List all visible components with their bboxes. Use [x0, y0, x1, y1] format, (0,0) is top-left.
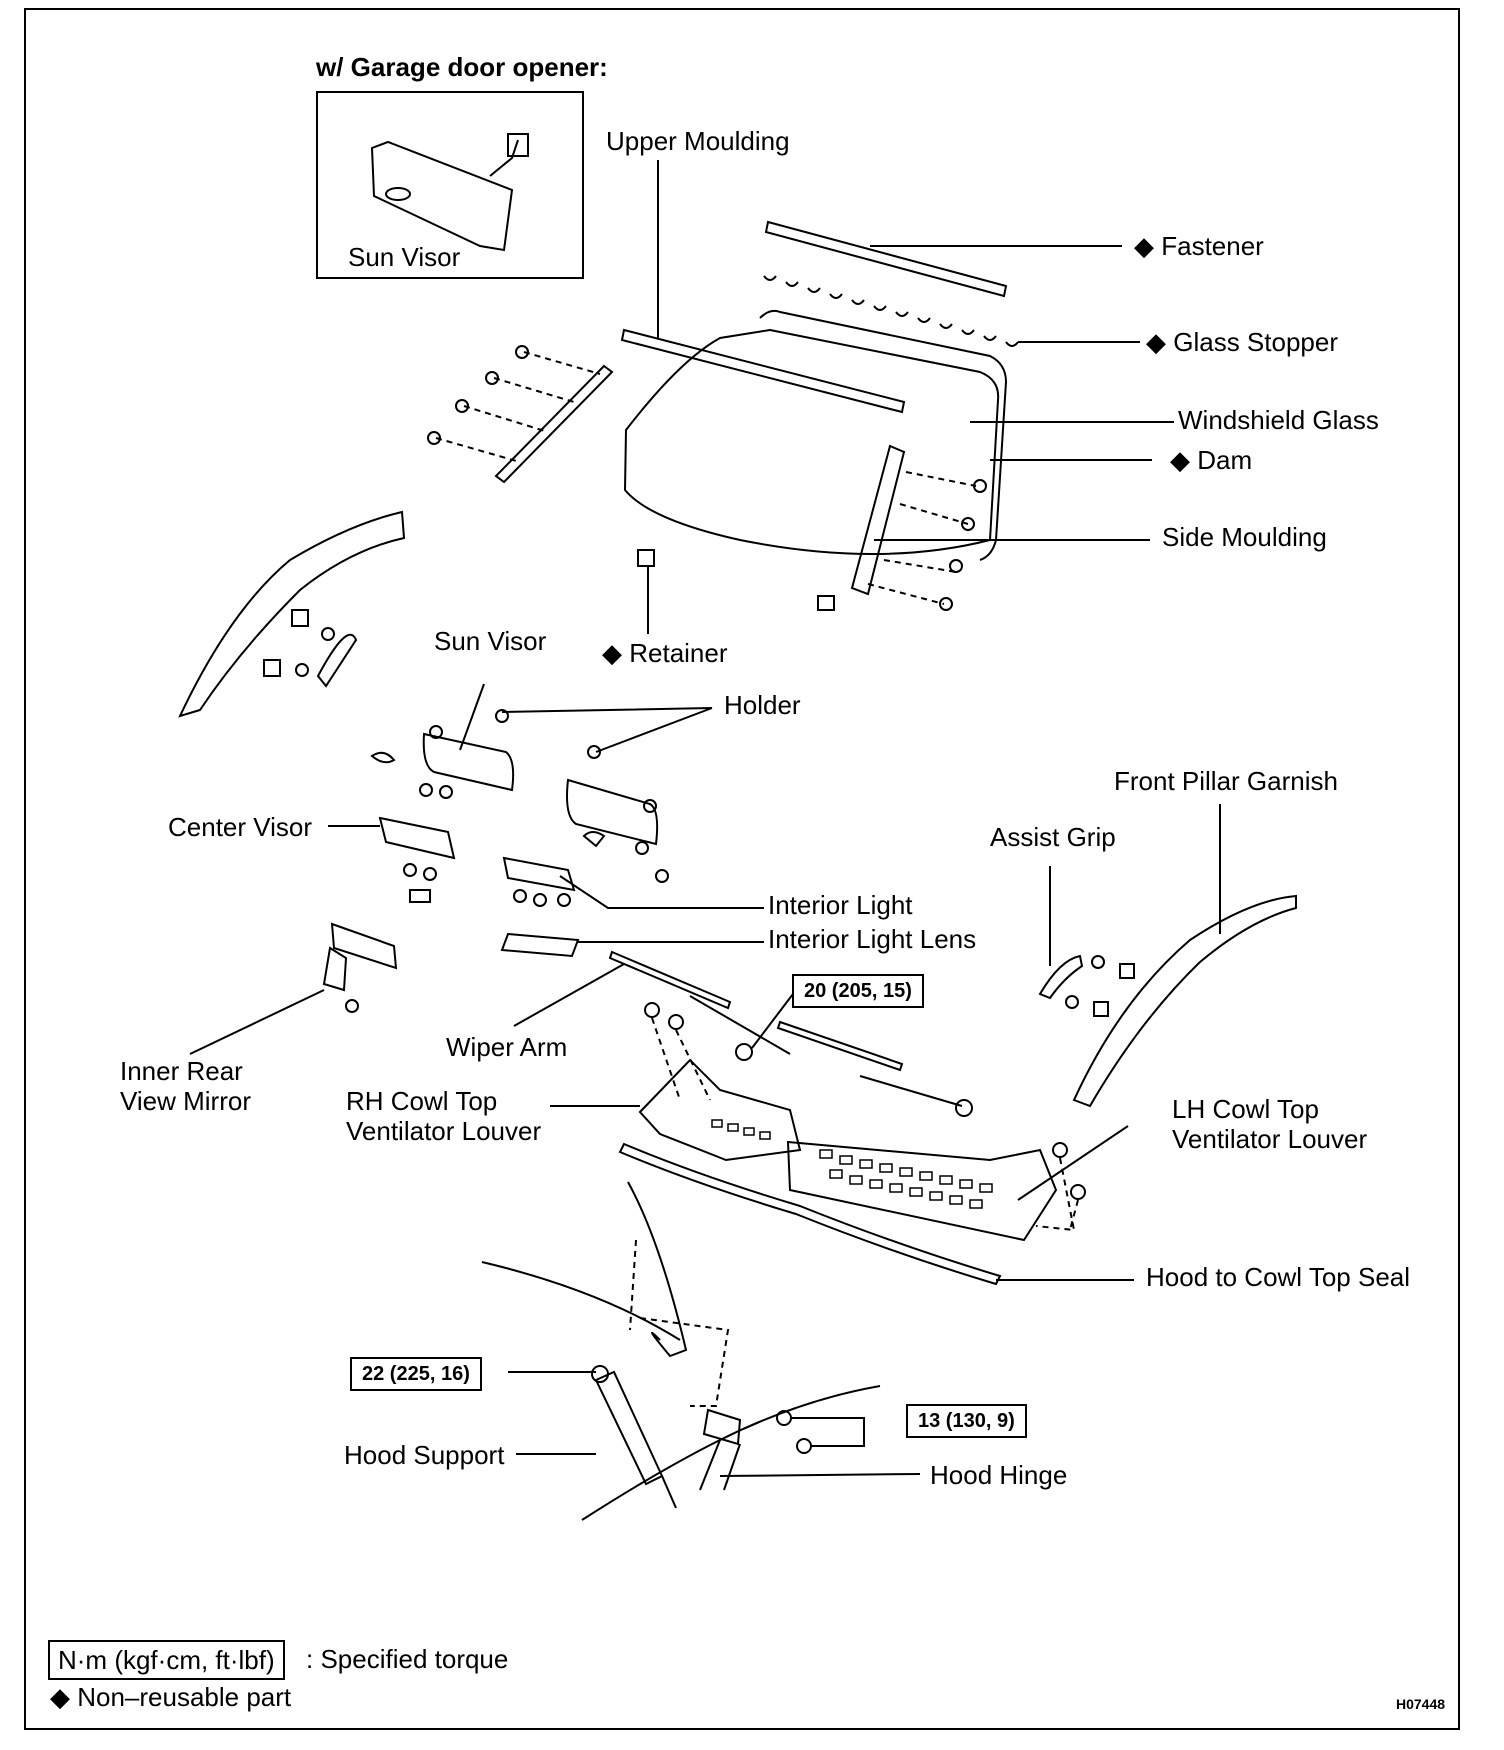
diagram-frame [24, 8, 1460, 1730]
upper-moulding [620, 160, 906, 414]
holder-label: Holder [724, 690, 801, 720]
retainer-label: ◆ Retainer [602, 638, 728, 668]
fastener-label: ◆ Fastener [1134, 231, 1264, 261]
hood-support-torque-spec: 22 (225, 16) [350, 1357, 482, 1391]
inset-sun-visor-label: Sun Visor [348, 242, 461, 272]
diamond-icon: ◆ [602, 638, 622, 668]
inset-sun-visor-drawing [370, 133, 529, 252]
hood-hinge [699, 1408, 921, 1491]
left-side-moulding [427, 345, 614, 484]
inset-title: w/ Garage door opener: [316, 52, 608, 82]
center-visor-label: Center Visor [168, 812, 313, 842]
interior-light-lens-label: Interior Light Lens [768, 924, 977, 954]
assist-grip-label: Assist Grip [990, 822, 1116, 852]
rh-cowl-label-2: Ventilator Louver [346, 1116, 542, 1146]
inner-rear-view-mirror [189, 922, 398, 1055]
side-moulding-label: Side Moulding [1162, 522, 1327, 552]
diamond-icon: ◆ [1170, 445, 1190, 475]
cowl-louvers [550, 1058, 1129, 1242]
retainer [637, 549, 655, 634]
front-pillar-garnish-label: Front Pillar Garnish [1114, 766, 1338, 796]
rh-cowl-label-1: RH Cowl Top [346, 1086, 498, 1116]
hood-to-cowl-seal-label: Hood to Cowl Top Seal [1146, 1262, 1411, 1292]
legend-torque-text: : Specified torque [306, 1644, 509, 1674]
windshield-glass-label: Windshield Glass [1178, 405, 1379, 435]
fastener-strip [764, 220, 1122, 298]
glass-stoppers [763, 275, 1140, 347]
inner-rear-view-mirror-label-1: Inner Rear [120, 1056, 243, 1086]
right-side-moulding [817, 444, 1150, 611]
interior-light [500, 856, 764, 958]
lh-cowl-label-2: Ventilator Louver [1172, 1124, 1368, 1154]
upper-moulding-label: Upper Moulding [606, 126, 790, 156]
sun-visors [370, 683, 713, 883]
center-visor [328, 816, 456, 903]
diamond-icon: ◆ [1134, 231, 1154, 261]
wiper-arms [513, 950, 973, 1117]
lh-cowl-label-1: LH Cowl Top [1172, 1094, 1319, 1124]
legend-torque-box: N·m (kgf·cm, ft·lbf) [48, 1640, 285, 1680]
hood-support-label: Hood Support [344, 1440, 505, 1470]
inner-rear-view-mirror-label-2: View Mirror [120, 1086, 251, 1116]
dam-label: ◆ Dam [1170, 445, 1253, 475]
hood-hinge-label: Hood Hinge [930, 1460, 1068, 1490]
hood [481, 1181, 881, 1521]
left-pillar-garnish [178, 510, 406, 718]
sun-visor-label: Sun Visor [434, 626, 547, 656]
figure-id: H07448 [1396, 1696, 1446, 1712]
interior-light-label: Interior Light [768, 890, 913, 920]
assist-grip-right [1038, 866, 1135, 1017]
garage-door-opener-inset [316, 91, 584, 279]
windshield-glass [623, 309, 1174, 561]
hood-to-cowl-seal [618, 1142, 1134, 1286]
right-pillar-garnish [1072, 804, 1297, 1108]
wiper-torque-spec: 20 (205, 15) [792, 974, 924, 1008]
diamond-icon: ◆ [50, 1682, 70, 1712]
glass-stopper-label: ◆ Glass Stopper [1146, 327, 1338, 357]
wiper-arm-label: Wiper Arm [446, 1032, 568, 1062]
diamond-icon: ◆ [1146, 327, 1166, 357]
hood-support [508, 1365, 677, 1509]
legend-nonreusable: ◆ Non–reusable part [50, 1682, 292, 1712]
hood-hinge-torque-spec: 13 (130, 9) [906, 1404, 1027, 1438]
